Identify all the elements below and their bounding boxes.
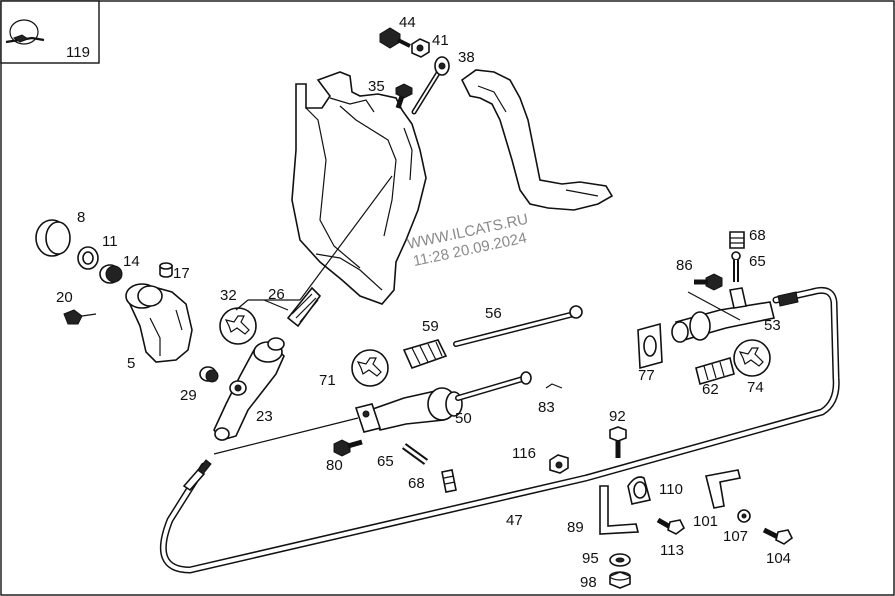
label-80: 80 [326,457,343,474]
part-86-bolt[interactable] [694,273,723,291]
leader-32-left [235,299,249,311]
part-119-cable-tie-inset[interactable] [0,0,100,64]
part-113-bolt[interactable] [656,517,686,535]
pedal-bracket[interactable] [291,71,427,305]
part-44-bolt[interactable] [379,27,411,49]
part-65-bleeder-screw[interactable] [401,443,429,465]
label-74: 74 [747,379,764,396]
label-119: 119 [66,44,90,61]
part-11-seal-ring[interactable] [77,246,99,270]
part-65-bleeder-valve[interactable] [731,251,741,282]
part-89-bracket[interactable] [599,485,640,535]
part-83-clip[interactable] [545,383,563,389]
label-5: 5 [127,355,135,372]
label-68-upper: 68 [749,227,766,244]
part-80-bolt[interactable] [333,439,363,457]
part-110-clamp[interactable] [627,476,651,505]
part-53-hydraulic-cylinder[interactable] [671,287,775,343]
label-86: 86 [676,257,693,274]
leader-32-right [263,299,289,311]
leader-23-to-pedal [299,175,393,301]
label-8: 8 [77,209,85,226]
part-107-washer[interactable] [737,509,751,523]
part-71-service-tool-symbol[interactable] [351,349,389,387]
label-56: 56 [485,305,502,322]
part-68-cap[interactable] [729,231,745,249]
part-56-push-rod[interactable] [453,305,583,347]
leader-23-cylinder [213,417,359,455]
label-104: 104 [766,550,791,567]
leader-53 [687,291,741,321]
label-62: 62 [702,381,719,398]
label-26: 26 [268,286,285,303]
part-101-bracket[interactable] [705,469,741,509]
label-53: 53 [764,317,781,334]
label-95: 95 [582,550,599,567]
part-98-nut[interactable] [609,571,631,589]
part-labels: 119 44 41 38 35 8 11 14 17 20 5 32 26 29… [56,14,791,591]
label-41: 41 [432,32,449,49]
part-41-nut[interactable] [411,38,430,58]
label-68-lower: 68 [408,475,425,492]
label-71: 71 [319,372,336,389]
label-17: 17 [173,265,190,282]
label-38: 38 [458,49,475,66]
part-74-service-tool-symbol[interactable] [733,339,771,377]
label-44: 44 [399,14,416,31]
label-14: 14 [123,253,140,270]
part-29-grommet[interactable] [199,366,219,383]
label-23: 23 [256,408,273,425]
label-89: 89 [567,519,584,536]
label-65-upper: 65 [749,253,766,270]
part-116-nut[interactable] [549,454,569,474]
label-98: 98 [580,574,597,591]
part-68-dust-cap[interactable] [441,469,457,493]
part-92-bolt[interactable] [609,426,627,458]
label-11: 11 [102,233,118,250]
clutch-pedal[interactable] [460,69,614,211]
label-77: 77 [638,367,655,384]
part-26-rubber-boot[interactable] [286,286,322,328]
label-35: 35 [368,78,385,95]
part-104-bolt[interactable] [762,527,794,545]
part-20-clip[interactable] [63,309,97,325]
label-92: 92 [609,408,626,425]
label-110: 110 [659,481,683,498]
part-35-bolt[interactable] [395,83,413,109]
label-59: 59 [422,318,439,335]
label-65-lower: 65 [377,453,394,470]
label-47: 47 [506,512,523,529]
label-50: 50 [455,410,472,427]
part-50-slave-cylinder[interactable] [354,371,532,433]
label-32: 32 [220,287,237,304]
part-59-dust-boot[interactable] [402,339,448,370]
part-8-reservoir-cap[interactable] [35,219,71,257]
part-47-hydraulic-line[interactable] [159,286,840,574]
part-77-gasket-plate[interactable] [637,322,663,370]
label-107: 107 [723,528,748,545]
part-32-service-tool-symbol[interactable] [219,307,257,345]
part-38-push-rod[interactable] [411,56,450,115]
label-83: 83 [538,399,555,416]
part-62-boot[interactable] [695,356,735,386]
part-23-master-cylinder[interactable] [213,337,285,441]
part-17-cap[interactable] [159,262,173,278]
label-29: 29 [180,387,197,404]
part-5-fluid-reservoir[interactable] [125,283,193,363]
label-101: 101 [693,513,718,530]
label-20: 20 [56,289,73,306]
label-113: 113 [660,542,684,559]
label-116: 116 [512,445,536,462]
watermark: WWW.ILCATS.RU 11:28 20.09.2024 [406,211,530,270]
part-95-washer[interactable] [609,553,631,567]
part-14-strainer[interactable] [99,264,123,284]
